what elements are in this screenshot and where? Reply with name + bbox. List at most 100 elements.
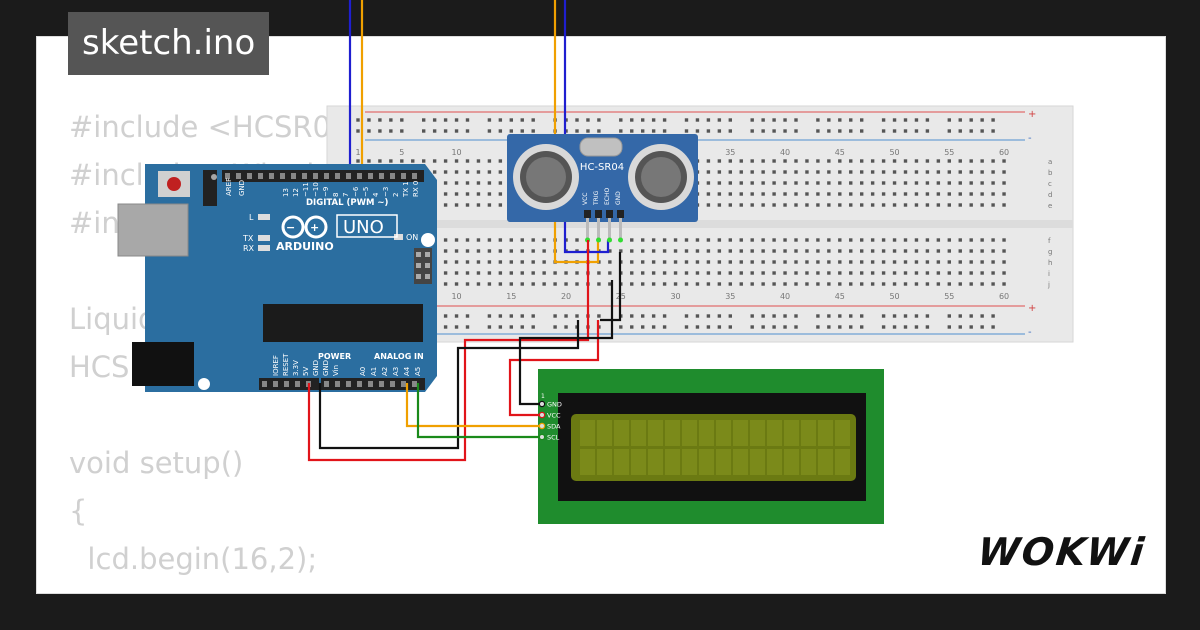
digital-pin-label: ~3 [382,187,390,197]
wire-black-lcd-gnd [518,280,614,406]
hc-sr04-sensor: HC-SR04 VCC TRIG ECHO GND [507,134,698,243]
wire-blue-echo [563,0,610,254]
analog-pin-label: A1 [370,367,378,376]
svg-text:−: − [286,221,295,234]
digital-pin-label: RX 0 [412,181,420,197]
gnd-label: GND [238,180,246,196]
sensor-label: HC-SR04 [580,162,624,173]
breadboard-row-letter: c [1048,180,1052,188]
breadboard-number-top: 45 [835,148,845,157]
breadboard-row-letter: i [1048,270,1050,278]
power-label: POWER [318,352,351,361]
rail-plus-top: + [1028,109,1036,120]
power-pin-label: Vin [332,365,340,376]
digital-pin-label: ~6 [352,186,360,197]
lcd-pin-label: SCL [547,434,560,442]
breadboard-number-bottom: 55 [944,292,954,301]
lcd-pin-number: 1 [541,393,545,400]
wire-red-5v [307,240,590,462]
led-tx-label: TX [242,234,254,243]
breadboard: + - + - 151015202530354045505560 1510152… [326,105,1074,343]
rail-plus-bottom: + [1028,303,1036,314]
breadboard-number-bottom: 30 [670,292,680,301]
breadboard-row-letter: d [1048,191,1052,199]
aref-label: AREF [225,178,233,196]
lcd-module: 1 GND VCC SDA SCL [538,369,884,524]
rail-minus-bottom: - [1028,327,1032,338]
sensor-pin-label: TRIG [593,190,600,206]
power-pin-label: GND [322,360,330,376]
digital-header-label: DIGITAL (PWM ~) [306,198,388,208]
analog-pin-label: A5 [414,367,422,376]
wire-green-scl [416,383,540,439]
arduino-logo-icon: − + [281,215,328,239]
lcd-pin-label: SDA [547,423,561,431]
breadboard-row-letter: g [1048,248,1052,256]
breadboard-row-letter: a [1048,158,1052,166]
breadboard-row-letter: h [1048,259,1052,267]
digital-pin-label: 2 [392,193,400,197]
breadboard-number-bottom: 20 [561,292,571,301]
digital-pin-label: 13 [282,188,290,197]
power-pin-label: IOREF [272,355,280,376]
code-line: { [69,494,88,528]
digital-pin-label: ~9 [322,187,330,197]
arduino-model: UNO [343,217,384,238]
breadboard-number-top: 55 [944,148,954,157]
wires-bottom [307,240,622,462]
breadboard-number-bottom: 10 [451,292,461,301]
wire-black-sensor-gnd [600,252,622,322]
lcd-pin-label: VCC [547,412,561,420]
power-pin-label: 5V [302,367,310,376]
wires-top [348,0,610,264]
breadboard-row-letter: e [1048,202,1052,210]
power-pin-label: GND [312,360,320,376]
digital-pin-label: 7 [342,193,350,197]
wokwi-logo: WOKWi [975,528,1150,576]
file-title: sketch.ino [68,12,270,75]
analog-pin-label: A0 [359,367,367,376]
rail-minus-top: - [1028,133,1032,144]
arduino-brand: ARDUINO [276,240,334,253]
breadboard-number-bottom: 45 [835,292,845,301]
lcd-pin-label: GND [547,401,562,409]
breadboard-number-top: 10 [451,148,461,157]
led-l-label: L [249,213,254,222]
breadboard-row-letter: j [1047,281,1050,289]
wire-black-gnd [318,320,580,450]
digital-pin-label: TX 1 [402,181,410,198]
breadboard-number-top: 60 [999,148,1009,157]
breadboard-number-bottom: 40 [780,292,790,301]
analog-pin-label: A3 [392,367,400,376]
on-label: ON [406,233,418,242]
code-line: void setup() [69,446,244,480]
breadboard-row-letter: f [1048,237,1051,245]
wokwi-logo-text: WOKWi [975,530,1148,574]
breadboard-number-bottom: 15 [506,292,516,301]
analog-pin-label: A2 [381,367,389,376]
power-pin-label: 3.3V [292,360,300,376]
led-rx-label: RX [243,244,255,253]
sensor-pin-label: VCC [582,193,589,205]
breadboard-number-top: 40 [780,148,790,157]
digital-pin-label: 8 [332,193,340,197]
breadboard-number-top: 1 [355,148,360,157]
analog-pin-label: A4 [403,366,411,376]
breadboard-number-bottom: 50 [889,292,899,301]
breadboard-number-bottom: 60 [999,292,1009,301]
digital-pin-label: ~5 [362,187,370,197]
breadboard-row-letter: b [1048,169,1053,177]
analog-label: ANALOG IN [374,352,424,361]
wire-orange-sda [405,383,540,428]
sensor-pin-label: ECHO [604,188,611,205]
digital-pin-label: ~10 [312,182,320,197]
sensor-pin-label: GND [615,191,622,205]
code-line: lcd.backlight(); [69,583,769,593]
breadboard-number-bottom: 35 [725,292,735,301]
breadboard-number-top: 5 [399,148,404,157]
digital-pin-label: 12 [292,188,300,197]
digital-pin-label: 4 [372,192,380,197]
power-pin-label: RESET [282,353,290,376]
